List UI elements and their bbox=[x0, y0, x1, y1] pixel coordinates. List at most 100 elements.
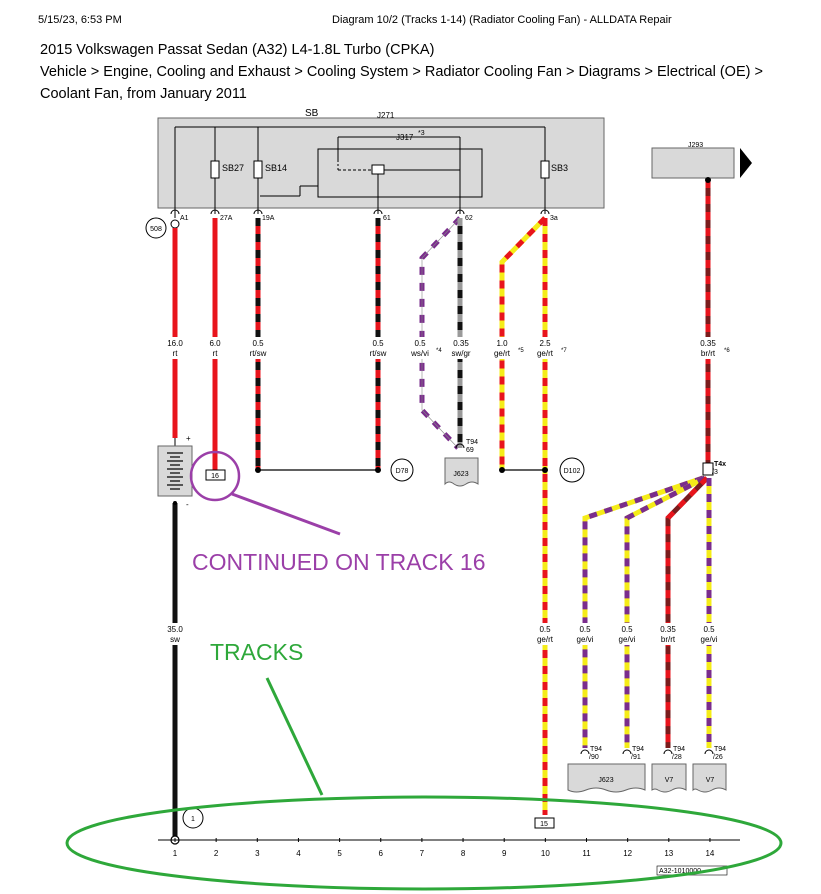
relay-coil bbox=[371, 164, 385, 175]
label-v7-a: V7 bbox=[665, 777, 674, 784]
wire-label-bg bbox=[694, 337, 722, 359]
track-number: 5 bbox=[337, 849, 342, 858]
wire-label-bg bbox=[364, 337, 392, 359]
module-j293 bbox=[651, 147, 735, 179]
fuse-box-sb bbox=[157, 117, 605, 209]
label-v7-b: V7 bbox=[706, 777, 715, 784]
wire-label-bg bbox=[201, 337, 229, 359]
wire-label-bg bbox=[695, 623, 723, 645]
annotation-tracks: TRACKS bbox=[210, 639, 303, 665]
print-datetime: 5/15/23, 6:53 PM bbox=[38, 14, 122, 26]
annotation-purple-pointer bbox=[231, 492, 341, 536]
wire-size: 0.5 bbox=[621, 625, 633, 634]
wire-size: 16.0 bbox=[167, 339, 183, 348]
label-j317-note: *3 bbox=[418, 130, 425, 137]
fan-v7-a bbox=[651, 763, 687, 793]
annotation-green-ellipse bbox=[65, 795, 783, 891]
label-j271: J271 bbox=[377, 111, 395, 120]
circle-508 bbox=[145, 217, 167, 239]
wire-label-bg bbox=[531, 623, 559, 645]
label-sb3: SB3 bbox=[551, 163, 568, 173]
annotation-green-pointer bbox=[265, 677, 324, 796]
wire-color: ge/vi bbox=[701, 635, 718, 644]
wire-note: *5 bbox=[518, 348, 524, 354]
connector-t4x-pin: /3 bbox=[712, 469, 718, 476]
wire-label-bg bbox=[571, 623, 599, 645]
relay-j317 bbox=[317, 148, 483, 198]
connector-t94-90-pin: /90 bbox=[589, 754, 599, 761]
label-sb14: SB14 bbox=[265, 163, 287, 173]
wire-label-bg bbox=[161, 337, 189, 359]
wire-size: 0.5 bbox=[372, 339, 384, 348]
track-number: 3 bbox=[255, 849, 260, 858]
label-j623-lower: J623 bbox=[598, 777, 613, 784]
track-number: 7 bbox=[420, 849, 425, 858]
wire-label-bg bbox=[654, 623, 682, 645]
track-number: 1 bbox=[173, 849, 178, 858]
image-id: A32-1010000 bbox=[659, 868, 701, 875]
label-j293: J293 bbox=[688, 142, 703, 149]
label-d78: D78 bbox=[396, 468, 409, 475]
track-number: 12 bbox=[623, 849, 632, 858]
track-number: 4 bbox=[296, 849, 301, 858]
ref-box-15 bbox=[534, 817, 555, 829]
ref-16: 16 bbox=[211, 473, 219, 480]
wire-color: br/rt bbox=[701, 349, 716, 358]
wire-color: br/rt bbox=[661, 635, 676, 644]
wire-size: 1.0 bbox=[496, 339, 508, 348]
pin-62: 62 bbox=[465, 215, 473, 222]
connector-t94-26-pin: /26 bbox=[713, 754, 723, 761]
connector-t94-90: T94 bbox=[590, 746, 602, 753]
document-title: Diagram 10/2 (Tracks 1-14) (Radiator Coo… bbox=[332, 14, 672, 26]
fuse-sb3 bbox=[540, 160, 550, 179]
label-d102: D102 bbox=[564, 468, 581, 475]
wire-note: *6 bbox=[724, 348, 730, 354]
wire-size: 2.5 bbox=[539, 339, 551, 348]
pin-19a: 19A bbox=[262, 215, 275, 222]
wire-size: 0.5 bbox=[414, 339, 426, 348]
wire-color: rt bbox=[213, 349, 219, 358]
annotation-continued: CONTINUED ON TRACK 16 bbox=[192, 549, 486, 575]
breadcrumb-continued[interactable]: Coolant Fan, from January 2011 bbox=[40, 86, 247, 102]
fuse-sb14 bbox=[253, 160, 263, 179]
label-j623: J623 bbox=[453, 471, 468, 478]
label-ground-1: 1 bbox=[191, 816, 195, 823]
wire-color: ge/rt bbox=[494, 349, 511, 358]
wire-size: 35.0 bbox=[167, 625, 183, 634]
ref-box-16 bbox=[205, 469, 226, 481]
wire-label-bg bbox=[406, 337, 434, 359]
label-508: 508 bbox=[150, 226, 162, 233]
fan-v7-b bbox=[692, 763, 727, 793]
pin-61: 61 bbox=[383, 215, 391, 222]
wire-color: rt/sw bbox=[250, 349, 267, 358]
circle-d102 bbox=[559, 457, 585, 483]
connector-t94-69: T94 bbox=[466, 439, 478, 446]
pin-27a: 27A bbox=[220, 215, 233, 222]
wire-color: rt/sw bbox=[370, 349, 387, 358]
wire-size: 0.5 bbox=[579, 625, 591, 634]
track-number: 9 bbox=[502, 849, 507, 858]
wire-color: sw/gr bbox=[451, 349, 470, 358]
connector-t94-28-pin: /28 bbox=[672, 754, 682, 761]
pin-3a: 3a bbox=[550, 215, 558, 222]
connector-t4x: T4x bbox=[714, 461, 726, 468]
breadcrumb[interactable]: Vehicle > Engine, Cooling and Exhaust > … bbox=[40, 64, 763, 80]
wire-color: rt bbox=[173, 349, 179, 358]
pin-a1: A1 bbox=[180, 215, 189, 222]
ref-15: 15 bbox=[540, 821, 548, 828]
label-sb27: SB27 bbox=[222, 163, 244, 173]
connector-t94-91: T94 bbox=[632, 746, 644, 753]
wire-color: ge/rt bbox=[537, 635, 554, 644]
wire-color: sw bbox=[170, 635, 180, 644]
wire-size: 0.35 bbox=[453, 339, 469, 348]
connector-t94-69-pin: 69 bbox=[466, 447, 474, 454]
wire-size: 0.5 bbox=[703, 625, 715, 634]
track-number: 2 bbox=[214, 849, 219, 858]
connector-t94-26: T94 bbox=[714, 746, 726, 753]
wire-note: *4 bbox=[436, 348, 442, 354]
label-sb: SB bbox=[305, 108, 319, 119]
module-j623 bbox=[444, 457, 479, 487]
track-number: 8 bbox=[461, 849, 466, 858]
wire-note: *7 bbox=[561, 348, 567, 354]
